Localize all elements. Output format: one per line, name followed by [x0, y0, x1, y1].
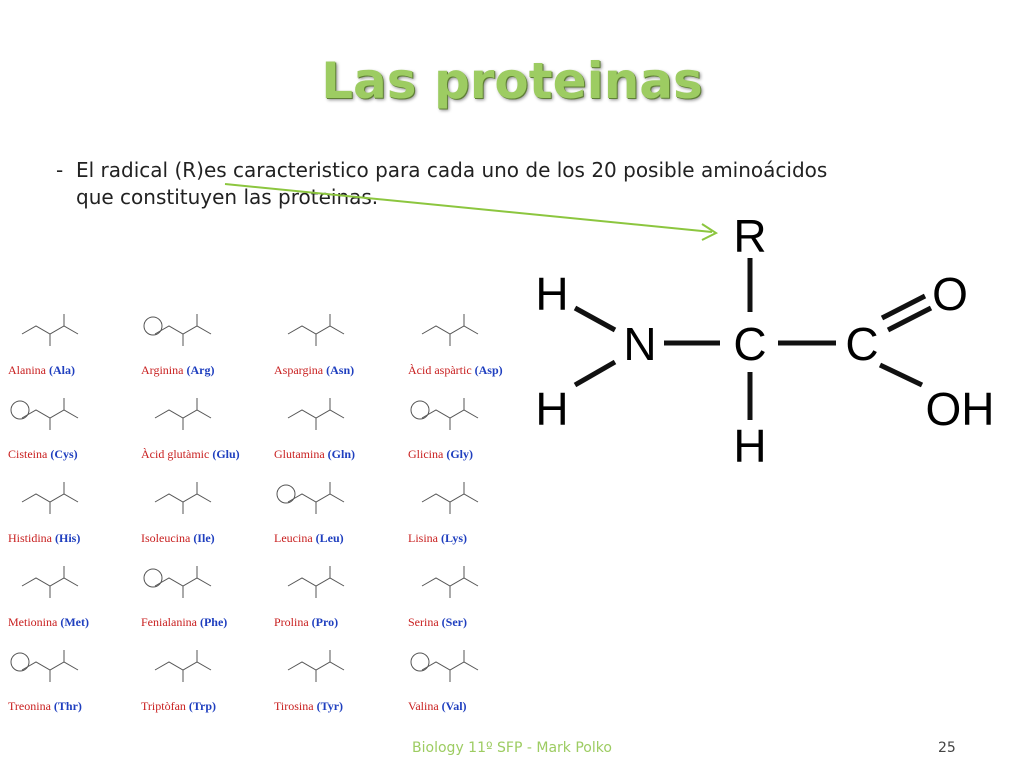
- molecule-sketch-icon: [154, 398, 212, 430]
- molecule-sketch-icon: [21, 482, 79, 514]
- footer-credit: Biology 11º SFP - Mark Polko: [412, 740, 612, 756]
- amino-acid-label: Isoleucina (Ile): [141, 531, 215, 545]
- amino-acid-label: Triptòfan (Trp): [141, 699, 217, 713]
- amino-acid-label: Fenialanina (Phe): [141, 615, 228, 629]
- amino-acid-cell: Aspargina (Asn): [266, 296, 396, 378]
- amino-acid-label: Histidina (His): [8, 531, 81, 545]
- atom-c-carboxyl: C: [845, 318, 878, 370]
- atom-o: O: [932, 268, 968, 320]
- atom-oh: OH: [926, 383, 995, 435]
- molecule-sketch-icon: [21, 566, 79, 598]
- amino-acid-label: Lisina (Lys): [408, 531, 468, 545]
- amino-acid-label: Aspargina (Asn): [274, 363, 355, 377]
- molecule-sketch-icon: [10, 398, 79, 430]
- molecule-sketch-icon: [276, 482, 345, 514]
- atom-r: R: [733, 210, 766, 262]
- pointer-arrow-head: [701, 223, 719, 241]
- amino-acid-cell: Isoleucina (Ile): [133, 464, 263, 546]
- atom-h-alpha: H: [733, 420, 766, 472]
- molecule-sketch-icon: [154, 650, 212, 682]
- molecule-sketch-icon: [143, 314, 212, 346]
- amino-acid-label: Glicina (Gly): [408, 447, 473, 461]
- pointer-arrow-line: [224, 183, 713, 233]
- amino-acid-label: Àcid glutàmic (Glu): [141, 447, 240, 461]
- amino-acid-label: Valina (Val): [408, 699, 467, 713]
- bullet-point: - El radical (R)es caracteristico para c…: [56, 157, 856, 211]
- bond-h-n-bottom: [573, 359, 617, 388]
- amino-acid-cell: Glicina (Gly): [400, 380, 530, 462]
- molecule-sketch-icon: [287, 314, 345, 346]
- amino-acid-label: Metionina (Met): [8, 615, 89, 629]
- bond-c-oh: [878, 362, 924, 388]
- amino-acid-label: Prolina (Pro): [274, 615, 339, 629]
- amino-acid-label: Leucina (Leu): [274, 531, 344, 545]
- amino-acid-cell: Àcid glutàmic (Glu): [133, 380, 263, 462]
- bond-c-o-2: [886, 305, 933, 333]
- amino-acid-cell: Valina (Val): [400, 632, 530, 714]
- amino-acid-cell: Histidina (His): [0, 464, 130, 546]
- molecule-sketch-icon: [143, 566, 212, 598]
- amino-acid-cell: Alanina (Ala): [0, 296, 130, 378]
- amino-acid-cell: Metionina (Met): [0, 548, 130, 630]
- amino-acid-label: Glutamina (Gln): [274, 447, 355, 461]
- amino-acid-cell: Tirosina (Tyr): [266, 632, 396, 714]
- molecule-sketch-icon: [287, 566, 345, 598]
- amino-acid-cell: Triptòfan (Trp): [133, 632, 263, 714]
- amino-acid-cell: Àcid aspàrtic (Asp): [400, 296, 530, 378]
- amino-acid-cell: Treonina (Thr): [0, 632, 130, 714]
- atom-c-alpha: C: [733, 318, 766, 370]
- molecule-sketch-icon: [410, 650, 479, 682]
- amino-acid-label: Arginina (Arg): [141, 363, 215, 377]
- amino-acid-label: Cisteina (Cys): [8, 447, 78, 461]
- amino-acid-cell: Lisina (Lys): [400, 464, 530, 546]
- amino-acid-cell: Leucina (Leu): [266, 464, 396, 546]
- amino-acid-cell: Serina (Ser): [400, 548, 530, 630]
- molecule-sketch-icon: [10, 650, 79, 682]
- amino-acid-label: Treonina (Thr): [8, 699, 82, 713]
- molecule-sketch-icon: [421, 482, 479, 514]
- molecule-sketch-icon: [421, 566, 479, 598]
- amino-acid-cell: Cisteina (Cys): [0, 380, 130, 462]
- bond-h-n-top: [573, 305, 617, 333]
- molecule-sketch-icon: [21, 314, 79, 346]
- bullet-dash: -: [56, 158, 64, 182]
- bullet-text: El radical (R)es caracteristico para cad…: [76, 158, 828, 209]
- amino-acid-label: Tirosina (Tyr): [274, 699, 344, 713]
- slide-title: Las proteinas: [321, 52, 703, 110]
- molecule-sketch-icon: [154, 482, 212, 514]
- amino-acid-grid: Alanina (Ala) Arginina (Arg) Aspargina (…: [0, 296, 530, 716]
- amino-acid-cell: Glutamina (Gln): [266, 380, 396, 462]
- atom-n: N: [623, 318, 656, 370]
- amino-acid-cell: Prolina (Pro): [266, 548, 396, 630]
- bond-c-o-1: [880, 293, 927, 321]
- atom-h-bottom: H: [535, 383, 568, 435]
- amino-acid-label: Àcid aspàrtic (Asp): [408, 363, 503, 377]
- amino-acid-cell: Arginina (Arg): [133, 296, 263, 378]
- amino-acid-label: Alanina (Ala): [8, 363, 75, 377]
- amino-acid-label: Serina (Ser): [408, 615, 467, 629]
- molecule-sketch-icon: [410, 398, 479, 430]
- atom-h-top: H: [535, 268, 568, 320]
- molecule-sketch-icon: [287, 398, 345, 430]
- page-number: 25: [938, 740, 956, 756]
- molecule-sketch-icon: [287, 650, 345, 682]
- amino-acid-cell: Fenialanina (Phe): [133, 548, 263, 630]
- molecule-sketch-icon: [421, 314, 479, 346]
